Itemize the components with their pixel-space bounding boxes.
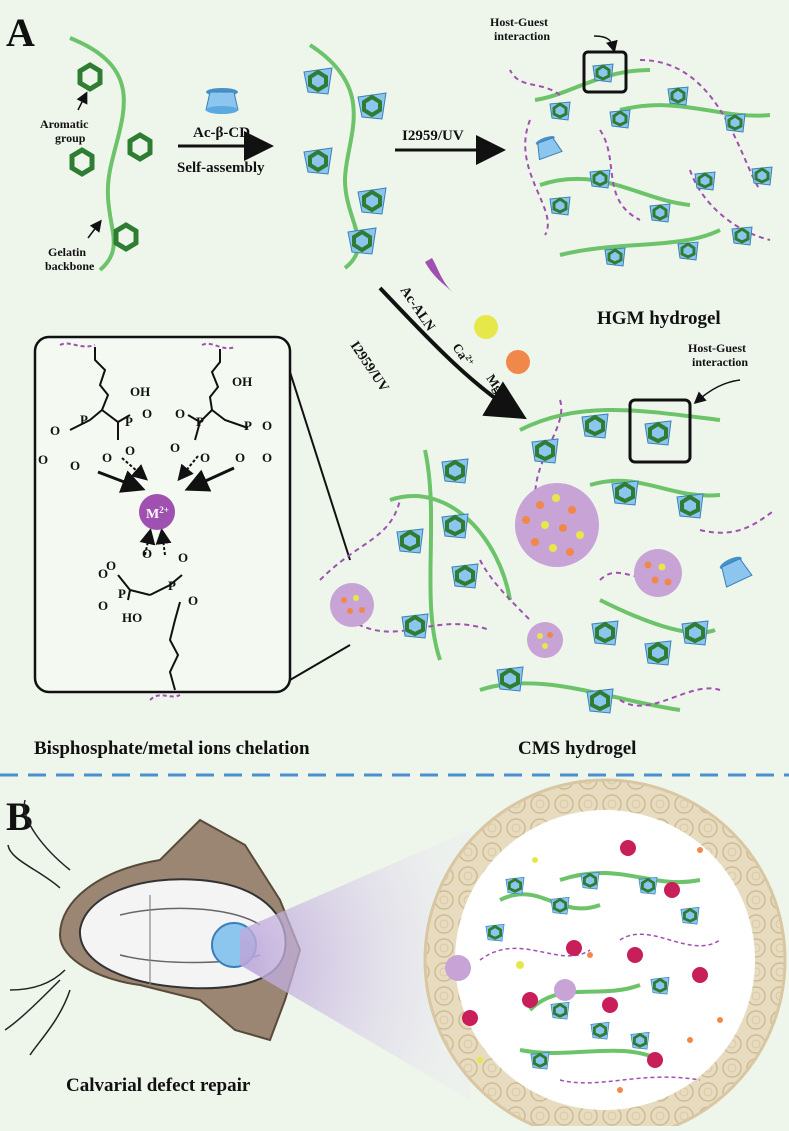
nanoparticle-small [527,622,563,658]
svg-text:O: O [98,566,108,581]
gelatin-label-line1: Gelatin [48,245,86,259]
cell-icons [462,840,708,1068]
zoom-cd-icons [485,871,700,1070]
host-guest-complex-icons [303,67,387,255]
svg-text:O: O [170,440,180,455]
svg-text:HO: HO [122,610,142,625]
host-guest-highlight-top [582,50,628,94]
panel-b-letter: B [6,794,33,839]
svg-text:O: O [262,418,272,433]
host-guest-label-top-line1: Host-Guest [490,15,548,29]
svg-text:O: O [262,450,272,465]
nanoparticle-large [515,483,599,567]
svg-text:O: O [102,450,112,465]
bisphosphonate-structures: OH P P O O O O O O OH P P O O O O O O O … [38,342,272,701]
ac-aln-icon [425,258,452,292]
svg-text:O: O [188,593,198,608]
aromatic-group-icons [69,62,153,252]
host-guest-highlight-bottom [628,398,692,464]
host-guest-label-bottom-line2: interaction [692,355,748,369]
hgm-network [509,50,773,267]
svg-text:O: O [178,550,188,565]
crosslink-label-mid: I2959/UV [347,339,392,395]
cyclodextrin-icon [205,88,239,114]
svg-text:O: O [38,452,48,467]
rat-head-illustration [4,799,302,1056]
svg-text:P: P [125,414,133,429]
metal-ion-label: M2+ [146,505,169,522]
svg-text:P: P [168,578,176,593]
svg-text:O: O [125,443,135,458]
panel-a-letter: A [6,10,35,55]
process-label: Self-assembly [177,160,265,176]
host-guest-label-bottom-line1: Host-Guest [688,341,746,355]
crosslink-label-top: I2959/UV [402,128,464,144]
svg-text:O: O [70,458,80,473]
crosslink-arrow-mid [378,286,527,420]
metal-ion-icon [139,494,175,530]
calvarial-repair-label: Calvarial defect repair [66,1075,251,1096]
svg-text:P: P [118,586,126,601]
zoom-circle-border [423,778,787,1131]
magnesium-ion-icon [506,350,530,374]
reagent-label: Ac-β-CD [193,125,250,141]
svg-text:O: O [50,423,60,438]
svg-text:O: O [142,546,152,561]
svg-text:O: O [98,598,108,613]
svg-text:O: O [175,406,185,421]
host-guest-label-top-line2: interaction [494,29,550,43]
hgm-hydrogel-label: HGM hydrogel [597,308,721,329]
svg-text:O: O [200,450,210,465]
magnification-beam [240,830,470,1100]
svg-text:P: P [244,418,252,433]
nanoparticle-small-left [330,583,374,627]
svg-text:O: O [106,558,116,573]
svg-text:P: P [80,412,88,427]
calcium-ion-icon [474,315,498,339]
cms-hydrogel-label: CMS hydrogel [518,738,636,759]
gelatin-label-line2: backbone [45,259,95,273]
cms-network [319,398,776,714]
calcium-label: Ca2+ [450,340,478,370]
svg-text:OH: OH [232,374,252,389]
aromatic-label-line2: group [55,131,86,145]
chelation-arrows [97,455,235,556]
ion-dots [341,494,672,649]
chelation-label: Bisphosphate/metal ions chelation [34,738,310,759]
nanoparticle-medium [634,549,682,597]
svg-text:O: O [142,406,152,421]
svg-text:P: P [196,414,204,429]
svg-text:OH: OH [130,384,150,399]
aromatic-label-line1: Aromatic [40,117,89,131]
svg-text:O: O [235,450,245,465]
defect-zoom-circle [425,780,785,1131]
